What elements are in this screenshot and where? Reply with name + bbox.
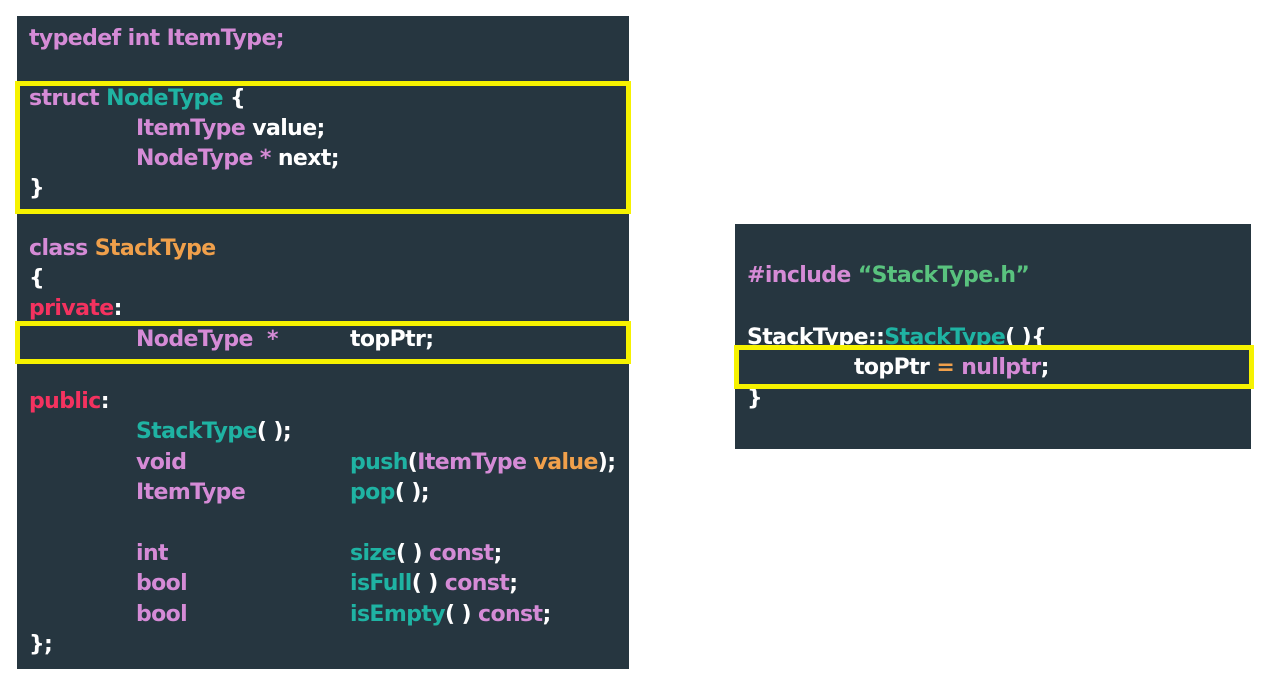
member-next-line: NodeType * next; [29, 144, 619, 174]
lhs-var: topPtr [854, 355, 930, 380]
const-qualifier: const [429, 541, 494, 566]
member-name: topPtr; [350, 327, 434, 352]
param-name: value [533, 450, 598, 475]
include-file-string: “StackType.h” [857, 263, 1030, 288]
class-scope: StackType:: [747, 325, 885, 350]
member-type: ItemType [136, 116, 246, 141]
keyword: class [29, 236, 88, 261]
parens: ( ); [394, 480, 430, 505]
param-type: ItemType [417, 450, 527, 475]
paren-open: ( [407, 450, 418, 475]
brace: } [747, 386, 763, 411]
struct-close-line: } [29, 174, 45, 204]
semicolon: ; [509, 571, 518, 596]
method-name: StackType [884, 325, 1006, 350]
semicolon: ; [1040, 355, 1050, 380]
typedef-line: typedef int ItemType; [29, 24, 285, 54]
method-name: pop [350, 480, 395, 505]
parens-brace: ( ){ [1005, 325, 1047, 350]
pointer-op: * [259, 146, 272, 171]
private-label-line: private: [29, 294, 122, 324]
preprocessor-directive: #include [747, 263, 851, 288]
return-type: void [136, 450, 187, 475]
push-decl-line: void push(ItemType value); [29, 448, 624, 478]
member-value-line: ItemType value; [29, 114, 619, 144]
keyword: struct [29, 86, 100, 111]
return-type: bool [136, 571, 188, 596]
assign-op: = [936, 355, 955, 380]
semicolon: ; [542, 602, 551, 627]
member-type: NodeType [136, 146, 253, 171]
assign-line: topPtr = nullptr; [747, 353, 1247, 383]
class-close-line: }; [29, 630, 53, 660]
parens: ( ); [256, 419, 292, 444]
brace: } [29, 176, 45, 201]
keyword: typedef int [29, 26, 160, 51]
parens: ( ) [395, 541, 423, 566]
const-qualifier: const [444, 571, 510, 596]
brace: { [29, 266, 45, 291]
public-label-line: public: [29, 387, 110, 417]
method-name: size [350, 541, 397, 566]
method-name: isFull [350, 571, 412, 596]
return-type: int [136, 541, 169, 566]
size-decl-line: int size( ) const; [29, 539, 619, 569]
access-specifier: public [29, 389, 101, 414]
pop-decl-line: ItemType pop( ); [29, 478, 619, 508]
struct-name: NodeType [106, 86, 223, 111]
method-name: StackType [136, 419, 257, 444]
access-specifier: private [29, 296, 114, 321]
isempty-decl-line: bool isEmpty( ) const; [29, 600, 619, 630]
member-topptr-line: NodeType * topPtr; [29, 325, 619, 355]
member-name: value; [252, 116, 325, 141]
header-code-panel: typedef int ItemType; struct NodeType { … [17, 16, 629, 669]
class-line: class StackType [29, 234, 216, 264]
isfull-decl-line: bool isFull( ) const; [29, 569, 619, 599]
parens: ( ) [445, 602, 472, 627]
struct-open-line: struct NodeType { [29, 84, 246, 114]
class-open-line: { [29, 264, 45, 294]
colon: : [100, 389, 110, 414]
method-name: isEmpty [350, 602, 446, 627]
impl-code-panel: #include “StackType.h” StackType::StackT… [735, 224, 1251, 449]
semicolon: ; [493, 541, 502, 566]
member-name: next; [277, 146, 340, 171]
colon: : [113, 296, 123, 321]
method-name: push [350, 450, 408, 475]
parens: ( ) [411, 571, 439, 596]
nullptr-literal: nullptr [961, 355, 1041, 380]
member-type: NodeType [136, 327, 253, 352]
brace: { [230, 86, 246, 111]
type-alias: ItemType; [166, 26, 285, 51]
ctor-decl-line: StackType( ); [29, 417, 619, 447]
return-type: ItemType [136, 480, 246, 505]
class-name: StackType [94, 236, 216, 261]
return-type: bool [136, 602, 188, 627]
pointer-op: * [266, 327, 279, 352]
include-line: #include “StackType.h” [747, 261, 1030, 291]
brace: }; [29, 632, 53, 657]
paren-close: ); [597, 450, 616, 475]
ctor-def-line: StackType::StackType( ){ [747, 323, 1047, 353]
ctor-close-line: } [747, 384, 763, 414]
const-qualifier: const [478, 602, 543, 627]
